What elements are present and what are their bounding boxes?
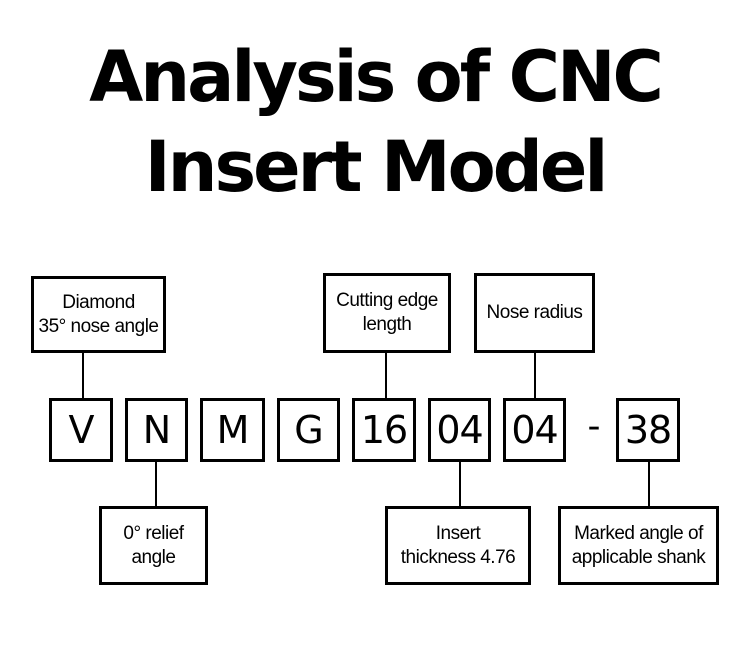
connector-shank: [648, 462, 650, 508]
code-separator: -: [587, 406, 601, 447]
label-diamond-line1: Diamond: [62, 291, 135, 313]
code-segment-shank-angle: 38: [616, 398, 680, 462]
label-nose-radius: Nose radius: [474, 273, 595, 353]
label-shank-line1: Marked angle of: [574, 522, 703, 544]
code-segment-thickness: 04: [428, 398, 491, 462]
code-segment-shape: V: [49, 398, 113, 462]
label-cutting-edge: Cutting edge length: [323, 273, 451, 353]
label-shank-line2: applicable shank: [571, 546, 706, 568]
code-segment-nose-radius: 04: [503, 398, 566, 462]
title-line-1: Analysis of CNC: [89, 36, 664, 118]
label-nose-radius-line1: Nose radius: [486, 302, 583, 324]
label-relief: 0° relief angle: [99, 506, 208, 585]
label-thickness-line1: Insert: [435, 522, 481, 544]
label-thickness-line2: thickness 4.76: [400, 546, 516, 568]
code-segment-edge-length: 16: [352, 398, 416, 462]
label-thickness: Insert thickness 4.76: [385, 506, 531, 585]
label-shank: Marked angle of applicable shank: [558, 506, 719, 585]
label-relief-line1: 0° relief: [123, 522, 184, 544]
label-diamond: Diamond 35° nose angle: [31, 276, 166, 353]
label-diamond-line2: 35° nose angle: [38, 315, 159, 337]
connector-diamond: [82, 353, 84, 398]
connector-relief: [155, 462, 157, 508]
code-segment-type: G: [277, 398, 340, 462]
label-relief-line2: angle: [131, 546, 176, 568]
connector-cutting-edge: [385, 353, 387, 398]
label-cutting-edge-line1: Cutting edge: [336, 290, 438, 312]
label-cutting-edge-line2: length: [362, 314, 412, 335]
connector-thickness: [459, 462, 461, 508]
code-segment-tolerance: M: [200, 398, 265, 462]
connector-nose-radius: [534, 353, 536, 398]
code-segment-relief: N: [125, 398, 188, 462]
title-line-2: Insert Model: [144, 126, 609, 208]
